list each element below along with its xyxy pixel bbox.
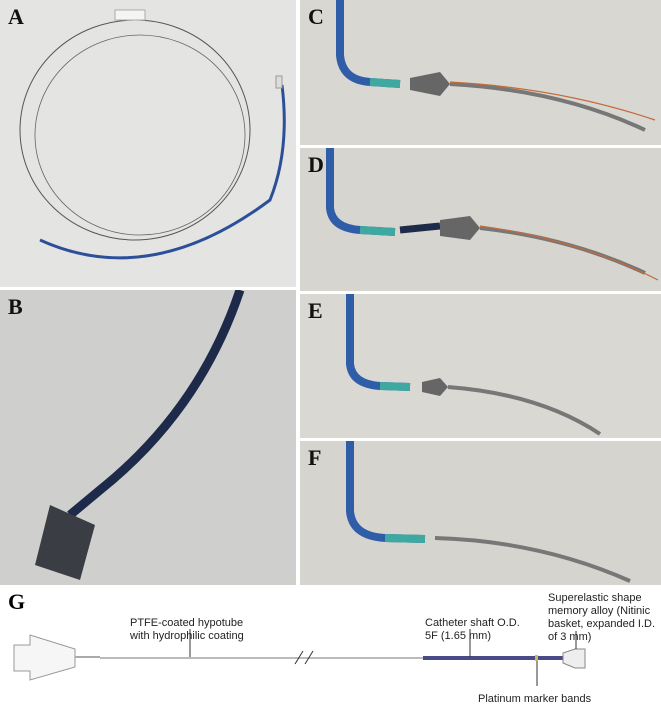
- panel-label-d: D: [308, 152, 324, 177]
- panel-label-b: B: [8, 294, 23, 319]
- photo-panel-b: B: [0, 290, 296, 585]
- panel-label-a: A: [8, 4, 24, 29]
- marker-annotation: Platinum marker bands: [478, 693, 592, 705]
- basket-deployment-photo-d: [326, 148, 659, 281]
- photo-panel-f: F: [300, 441, 661, 585]
- photo-panel-e: E: [300, 294, 661, 438]
- device-coiled-photo: [19, 9, 286, 260]
- photo-panel-c: C: [300, 0, 661, 145]
- panel-label-f: F: [308, 445, 322, 470]
- device-schematic: [13, 629, 586, 686]
- basket-deployment-photo-e: [346, 294, 602, 436]
- basket-deployment-photo-f: [346, 441, 631, 583]
- panel-label-c: C: [308, 4, 324, 29]
- panel-label-e: E: [308, 298, 323, 323]
- catheter-shaft: [423, 656, 563, 660]
- catheter-tip-closeup-photo: [35, 290, 245, 580]
- photo-panel-d: D: [300, 148, 661, 291]
- panel-label-g: G: [8, 589, 26, 614]
- shaft-annotation: Catheter shaft O.D.5F (1.65 mm): [425, 617, 520, 642]
- basket-deployment-photo-c: [336, 0, 656, 132]
- photo-panel-a: A: [0, 0, 296, 287]
- marker-band: [535, 655, 538, 661]
